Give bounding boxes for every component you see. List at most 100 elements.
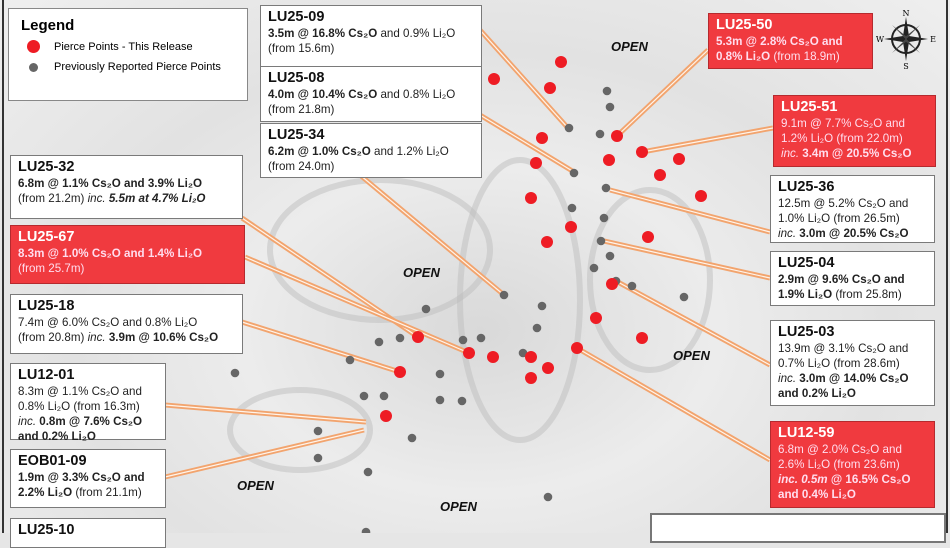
drillhole-id: LU25-34 <box>268 127 325 143</box>
assay-text: and 0.4% Li₂O <box>778 488 856 501</box>
previous-pierce-point[interactable] <box>605 102 615 112</box>
previous-pierce-point[interactable] <box>627 281 637 291</box>
new-pierce-point[interactable] <box>603 154 615 166</box>
previous-pierce-point[interactable] <box>543 492 553 502</box>
previous-pierce-point[interactable] <box>458 335 468 345</box>
new-pierce-point[interactable] <box>673 153 685 165</box>
assay-line: 8.3m @ 1.1% Cs₂O and <box>18 384 158 399</box>
previous-pierce-point[interactable] <box>532 323 542 333</box>
new-pierce-point[interactable] <box>571 342 583 354</box>
previous-pierce-point[interactable] <box>421 304 431 314</box>
assay-text: 4.0m @ 10.4% Cs₂O <box>268 88 378 101</box>
new-pierce-point[interactable] <box>536 132 548 144</box>
assay-line: and 0.2% Li₂O <box>18 429 158 444</box>
gray-dot-icon <box>29 62 38 72</box>
previous-pierce-point[interactable] <box>313 453 323 463</box>
previous-pierce-point[interactable] <box>679 292 689 302</box>
previous-pierce-point[interactable] <box>435 369 445 379</box>
leader-line <box>479 29 569 129</box>
new-pierce-point[interactable] <box>636 332 648 344</box>
new-pierce-point[interactable] <box>412 331 424 343</box>
assay-line: inc. 3.4m @ 20.5% Cs₂O <box>781 146 928 161</box>
previous-pierce-point[interactable] <box>567 203 577 213</box>
new-pierce-point[interactable] <box>542 362 554 374</box>
previous-pierce-point[interactable] <box>476 333 486 343</box>
leader-line <box>615 280 771 366</box>
previous-pierce-point[interactable] <box>599 213 609 223</box>
open-label: OPEN <box>440 499 477 514</box>
assay-line: and 0.4% Li₂O <box>778 487 927 502</box>
new-pierce-point[interactable] <box>525 192 537 204</box>
assay-text: 1.2% Li₂O (from 22.0m) <box>781 132 903 145</box>
new-pierce-point[interactable] <box>530 157 542 169</box>
new-pierce-point[interactable] <box>380 410 392 422</box>
assay-line: 13.9m @ 3.1% Cs₂O and <box>778 341 927 356</box>
new-pierce-point[interactable] <box>544 82 556 94</box>
assay-line: 6.8m @ 2.0% Cs₂O and <box>778 442 927 457</box>
previous-pierce-point[interactable] <box>230 368 240 378</box>
previous-pierce-point[interactable] <box>435 395 445 405</box>
previous-pierce-point[interactable] <box>363 467 373 477</box>
previous-pierce-point[interactable] <box>407 433 417 443</box>
assay-line: 0.8% Li₂O (from 16.3m) <box>18 399 158 414</box>
previous-pierce-point[interactable] <box>537 301 547 311</box>
assay-text: 3.0m @ 14.0% Cs₂O <box>796 372 909 385</box>
leader-line <box>609 189 771 233</box>
previous-pierce-point[interactable] <box>589 263 599 273</box>
previous-pierce-point[interactable] <box>518 348 528 358</box>
assay-text: (from 21.1m) <box>72 486 142 499</box>
assay-line: (from 25.7m) <box>18 261 237 276</box>
previous-pierce-point[interactable] <box>595 129 605 139</box>
assay-text: (from 21.8m) <box>268 103 335 116</box>
previous-pierce-point[interactable] <box>457 396 467 406</box>
previous-pierce-point[interactable] <box>379 391 389 401</box>
new-pierce-point[interactable] <box>695 190 707 202</box>
open-label: OPEN <box>611 39 648 54</box>
new-pierce-point[interactable] <box>394 366 406 378</box>
new-pierce-point[interactable] <box>541 236 553 248</box>
new-pierce-point[interactable] <box>488 73 500 85</box>
previous-pierce-point[interactable] <box>395 333 405 343</box>
assay-text: 1.0% Li₂O (from 26.5m) <box>778 212 900 225</box>
map-frame-right <box>946 0 948 533</box>
new-pierce-point[interactable] <box>636 146 648 158</box>
new-pierce-point[interactable] <box>525 372 537 384</box>
previous-pierce-point[interactable] <box>602 86 612 96</box>
previous-pierce-point[interactable] <box>313 426 323 436</box>
terrain-ridge <box>457 157 583 443</box>
previous-pierce-point[interactable] <box>596 236 606 246</box>
previous-pierce-point[interactable] <box>564 123 574 133</box>
new-pierce-point[interactable] <box>463 347 475 359</box>
assay-text: 12.5m @ 5.2% Cs₂O and <box>778 197 909 210</box>
new-pierce-point[interactable] <box>555 56 567 68</box>
new-pierce-point[interactable] <box>606 278 618 290</box>
previous-pierce-point[interactable] <box>499 290 509 300</box>
compass-n: N <box>903 9 910 18</box>
previous-pierce-point[interactable] <box>361 527 371 533</box>
assay-line: 6.2m @ 1.0% Cs₂O and 1.2% Li₂O <box>268 144 474 159</box>
assay-text: 3.4m @ 20.5% Cs₂O <box>799 147 912 160</box>
previous-pierce-point[interactable] <box>605 251 615 261</box>
previous-pierce-point[interactable] <box>374 337 384 347</box>
new-pierce-point[interactable] <box>611 130 623 142</box>
assay-text: (from 18.9m) <box>770 50 840 63</box>
assay-text: inc. 0.5m <box>778 473 828 486</box>
new-pierce-point[interactable] <box>565 221 577 233</box>
new-pierce-point[interactable] <box>642 231 654 243</box>
new-pierce-point[interactable] <box>525 351 537 363</box>
info-box-partial <box>650 513 946 543</box>
previous-pierce-point[interactable] <box>345 355 355 365</box>
new-pierce-point[interactable] <box>590 312 602 324</box>
new-pierce-point[interactable] <box>654 169 666 181</box>
previous-pierce-point[interactable] <box>569 168 579 178</box>
leader-line <box>244 256 470 354</box>
new-pierce-point[interactable] <box>487 351 499 363</box>
previous-pierce-point[interactable] <box>359 391 369 401</box>
assay-line: 1.2% Li₂O (from 22.0m) <box>781 131 928 146</box>
previous-pierce-point[interactable] <box>601 183 611 193</box>
compass-s: S <box>903 62 908 70</box>
drillhole-id: EOB01-09 <box>18 453 87 469</box>
assay-line: 7.4m @ 6.0% Cs₂O and 0.8% Li₂O <box>18 315 235 330</box>
